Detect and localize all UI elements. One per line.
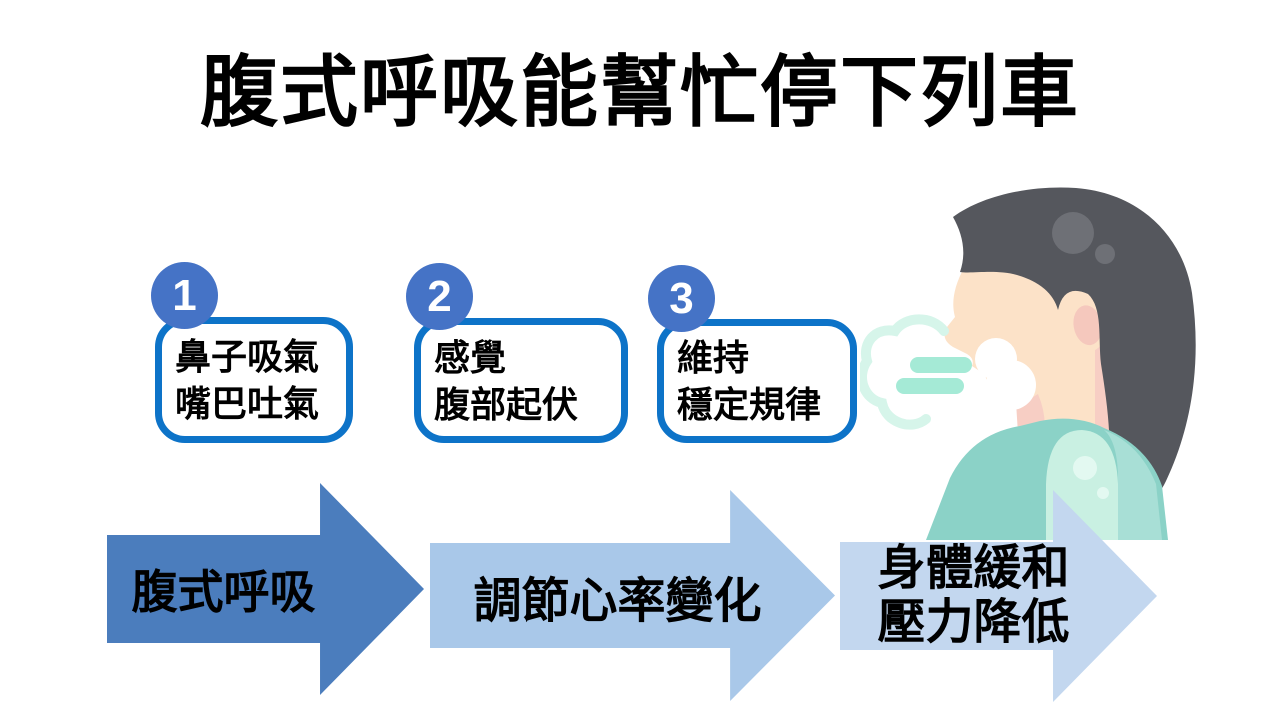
shirt-highlight-dot-small xyxy=(1097,487,1109,499)
step-box-2: 感覺 腹部起伏 xyxy=(414,318,628,443)
breath-line-2 xyxy=(896,378,964,394)
slide-title: 腹式呼吸能幫忙停下列車 xyxy=(199,48,1080,136)
flow-arrow-2-label: 調節心率變化 xyxy=(473,574,762,628)
hair-shape xyxy=(953,187,1196,511)
step-2-line-1: 感覺 xyxy=(434,336,507,378)
hair-highlight xyxy=(1052,212,1094,254)
person-exhaling-illustration xyxy=(860,187,1196,540)
breath-puff xyxy=(969,338,1036,419)
hair-highlight-small xyxy=(1095,244,1115,264)
flow-arrow-3-line-1: 身體緩和 xyxy=(877,542,1070,595)
flow-arrow-3-line-2: 壓力降低 xyxy=(877,596,1070,649)
step-3-line-2: 穩定規律 xyxy=(677,384,822,425)
step-box-1: 鼻子吸氣 嘴巴吐氣 xyxy=(155,317,353,443)
exhale-cloud-icon xyxy=(860,314,949,430)
breath-line-1 xyxy=(910,357,972,373)
step-box-3: 維持 穩定規律 xyxy=(657,319,857,443)
step-number-badge-1: 1 xyxy=(151,262,218,329)
step-number-badge-3: 3 xyxy=(648,265,715,332)
flow-arrow-3-label: 身體緩和 壓力降低 xyxy=(877,542,1119,650)
flow-arrow-2: 調節心率變化 xyxy=(430,490,835,701)
flow-arrow-1: 腹式呼吸 xyxy=(107,483,424,695)
shirt-highlight-dot xyxy=(1073,456,1097,480)
step-number-badge-2: 2 xyxy=(406,263,473,330)
flow-arrow-1-label: 腹式呼吸 xyxy=(131,566,316,618)
shirt-right-panel xyxy=(1104,430,1162,540)
step-1-line-1: 鼻子吸氣 xyxy=(175,336,320,377)
step-1-line-2: 嘴巴吐氣 xyxy=(175,383,320,424)
ear-shape xyxy=(1057,291,1109,353)
step-2-line-2: 腹部起伏 xyxy=(434,383,579,425)
step-3-line-1: 維持 xyxy=(677,337,750,378)
